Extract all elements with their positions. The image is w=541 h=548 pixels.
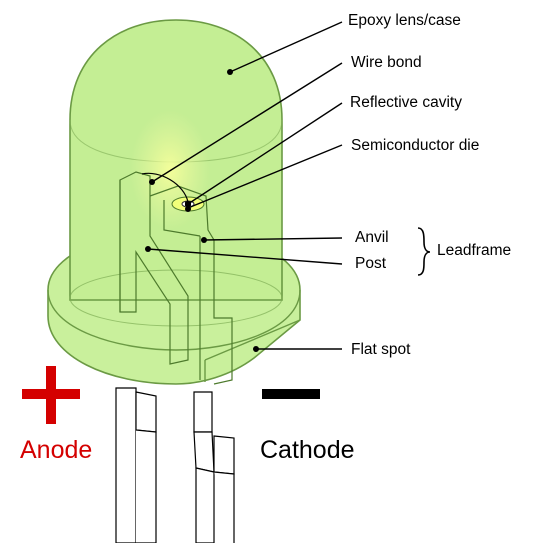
cathode-label: Cathode bbox=[260, 436, 355, 464]
leadframe-brace bbox=[417, 227, 431, 276]
cathode-lead bbox=[193, 391, 235, 544]
anvil-label: Anvil bbox=[355, 229, 389, 246]
cathode-minus-sign bbox=[262, 389, 320, 399]
callout-lines bbox=[147, 21, 343, 350]
reflective-cavity-label: Reflective cavity bbox=[350, 94, 462, 111]
anode-lead bbox=[115, 387, 157, 544]
post-label: Post bbox=[355, 255, 387, 272]
anode-plus-sign bbox=[22, 366, 80, 424]
callout-dots bbox=[145, 69, 259, 352]
semiconductor-die-label: Semiconductor die bbox=[351, 137, 480, 154]
flat-spot-label: Flat spot bbox=[351, 341, 411, 358]
leadframe-internal bbox=[119, 171, 233, 385]
leadframe-label: Leadframe bbox=[437, 242, 512, 259]
wire-bond bbox=[141, 172, 189, 203]
epoxy-lens bbox=[69, 19, 283, 327]
epoxy-lens-label: Epoxy lens/case bbox=[348, 12, 461, 29]
anode-label: Anode bbox=[20, 436, 93, 464]
wire-bond-label: Wire bond bbox=[351, 54, 422, 71]
